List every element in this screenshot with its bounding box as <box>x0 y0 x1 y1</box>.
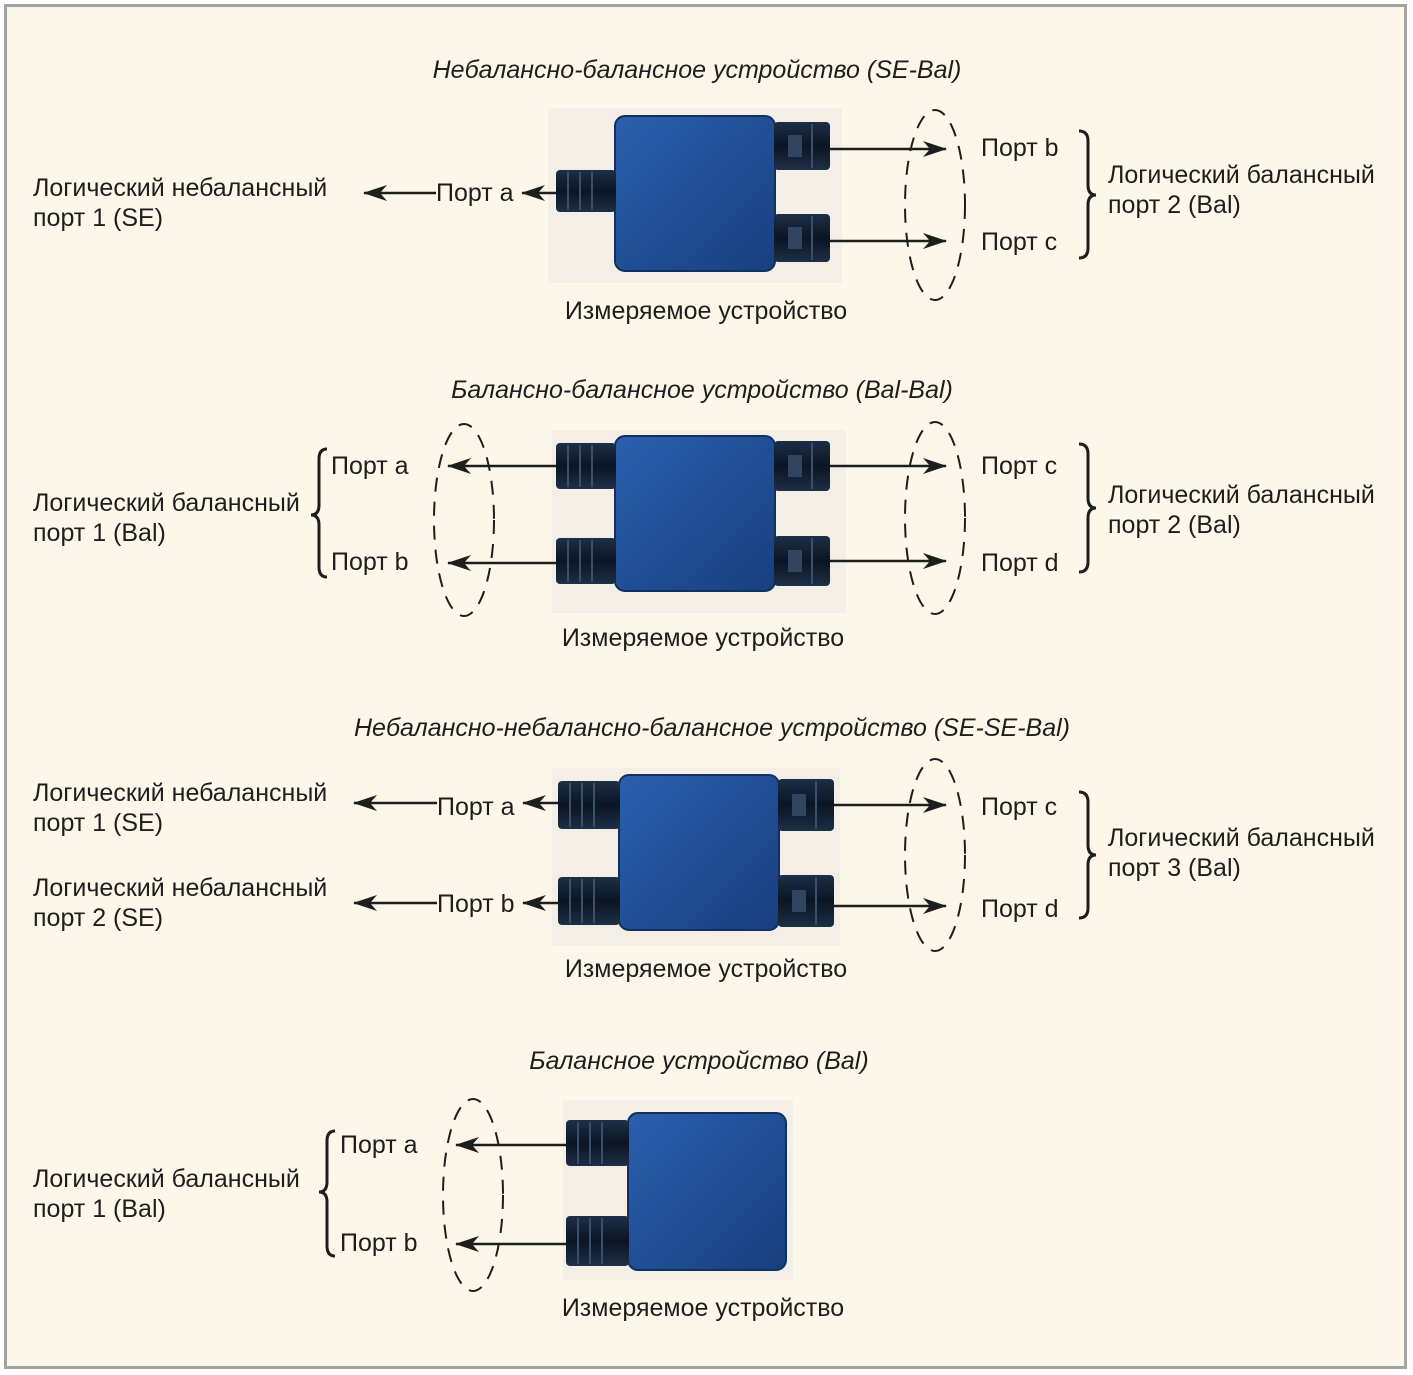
connector-port-c <box>774 441 830 491</box>
device-under-test <box>563 1100 793 1280</box>
logical-port-2-label-line1: Логический небалансный <box>33 874 327 902</box>
port-b-label: Порт b <box>981 134 1059 162</box>
section-title: Небалансно-небалансно-балансное устройст… <box>354 714 1070 742</box>
connector-port-b <box>566 1216 629 1266</box>
balanced-pair-ellipse <box>904 109 966 301</box>
connector-port-a <box>558 781 620 829</box>
device-body <box>627 1112 787 1271</box>
connector-port-a <box>566 1120 629 1166</box>
logical-port-label-line2: порт 2 (Bal) <box>1108 511 1241 539</box>
port-b-label: Порт b <box>437 890 515 918</box>
section-bal: Балансное устройство (Bal) Измеряемое ус… <box>33 1047 869 1322</box>
device-caption: Измеряемое устройство <box>565 955 847 983</box>
connector-port-c <box>778 779 834 831</box>
port-c-label: Порт c <box>981 452 1057 480</box>
right-curly-brace <box>1078 790 1097 920</box>
connector-port-c <box>774 214 830 262</box>
section-se-se-bal: Небалансно-небалансно-балансное устройст… <box>33 714 1375 983</box>
section-title: Балансное устройство (Bal) <box>529 1047 868 1075</box>
logical-port-1-label-line1: Логический небалансный <box>33 779 327 807</box>
device-caption: Измеряемое устройство <box>562 1294 844 1322</box>
device-under-test <box>548 108 842 283</box>
port-c-label: Порт c <box>981 793 1057 821</box>
logical-port-label-line2: порт 1 (Bal) <box>33 519 166 547</box>
balanced-pair-ellipse <box>442 1098 504 1292</box>
connector-port-a <box>556 443 616 489</box>
section-bal-bal: Балансно-балансное устройство (Bal-Bal) <box>33 376 1375 652</box>
left-curly-brace <box>318 1129 336 1258</box>
connector-port-b <box>556 538 616 584</box>
section-se-bal: Небалансно-балансное устройство (SE-Bal) <box>33 56 1375 325</box>
balanced-pair-ellipse-left <box>433 423 495 617</box>
device-body <box>618 774 780 931</box>
right-curly-brace <box>1078 129 1097 260</box>
port-a-label: Порт a <box>436 179 514 207</box>
logical-port-label-line1: Логический балансный <box>1108 824 1375 852</box>
connector-port-d <box>774 536 830 586</box>
section-title: Небалансно-балансное устройство (SE-Bal) <box>433 56 962 84</box>
device-caption: Измеряемое устройство <box>562 624 844 652</box>
port-a-label: Порт a <box>340 1131 418 1159</box>
device-caption: Измеряемое устройство <box>565 297 847 325</box>
device-body <box>614 435 776 592</box>
logical-port-label-line1: Логический небалансный <box>33 174 327 202</box>
logical-port-label-line2: порт 2 (Bal) <box>1108 191 1241 219</box>
device-under-test <box>552 768 840 946</box>
logical-port-1-label-line2: порт 1 (SE) <box>33 809 163 837</box>
logical-port-label-line1: Логический балансный <box>1108 481 1375 509</box>
logical-port-2-label-line2: порт 2 (SE) <box>33 904 163 932</box>
logical-port-label-line1: Логический балансный <box>33 489 300 517</box>
logical-port-label-line1: Логический балансный <box>33 1165 300 1193</box>
connector-port-b <box>558 877 620 925</box>
section-title: Балансно-балансное устройство (Bal-Bal) <box>451 376 953 404</box>
logical-port-label-line2: порт 3 (Bal) <box>1108 854 1241 882</box>
port-d-label: Порт d <box>981 895 1059 923</box>
logical-port-label-line1: Логический балансный <box>1108 161 1375 189</box>
left-curly-brace <box>310 447 328 579</box>
port-b-label: Порт b <box>331 548 409 576</box>
balanced-pair-ellipse <box>904 758 966 952</box>
balanced-pair-ellipse-right <box>904 421 966 615</box>
connector-port-b <box>774 122 830 170</box>
port-a-label: Порт a <box>437 793 515 821</box>
device-body <box>614 115 776 272</box>
logical-port-label-line2: порт 1 (SE) <box>33 204 163 232</box>
connector-port-a <box>556 170 616 212</box>
port-a-label: Порт a <box>331 452 409 480</box>
port-b-label: Порт b <box>340 1229 418 1257</box>
port-d-label: Порт d <box>981 549 1059 577</box>
right-curly-brace <box>1078 442 1097 574</box>
connector-port-d <box>778 875 834 927</box>
device-under-test <box>552 430 846 613</box>
port-c-label: Порт c <box>981 228 1057 256</box>
logical-port-label-line2: порт 1 (Bal) <box>33 1195 166 1223</box>
